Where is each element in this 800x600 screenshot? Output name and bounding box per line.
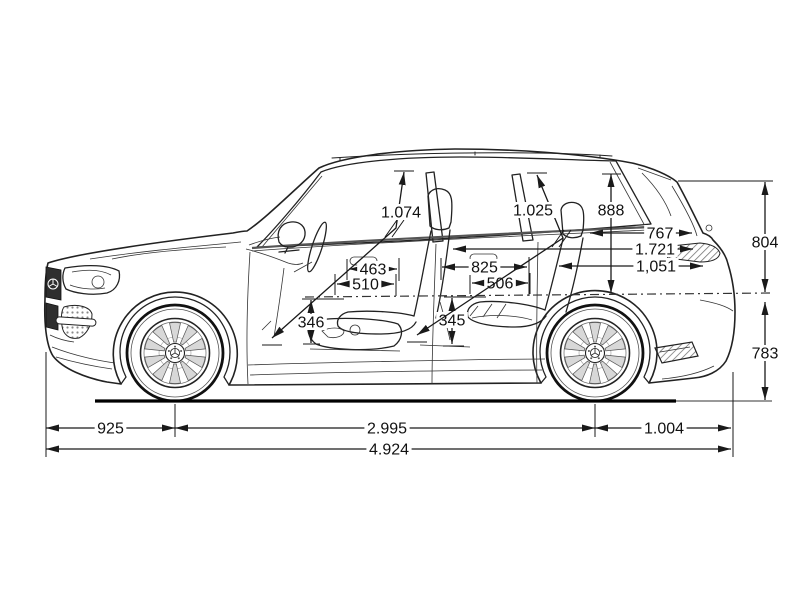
beltline	[251, 225, 651, 250]
rear-wheel	[545, 303, 645, 403]
intake-blade	[55, 316, 97, 327]
d-pillar-inner-line	[609, 161, 646, 227]
dimension-1.004: 1.004	[595, 420, 731, 438]
headlight	[62, 264, 121, 295]
rocker-trim	[249, 369, 543, 376]
svg-text:506: 506	[487, 276, 514, 293]
dimension-925: 925	[46, 420, 175, 438]
svg-text:1,051: 1,051	[636, 259, 676, 276]
front-bumper-lines	[49, 334, 116, 370]
dimension-2.995: 2.995	[175, 420, 595, 438]
brand-star-icon	[47, 278, 59, 290]
dimension-4.924: 4.924	[46, 441, 731, 459]
svg-text:804: 804	[752, 235, 779, 252]
car-body-outline	[43, 148, 736, 386]
svg-text:4.924: 4.924	[369, 442, 409, 459]
brand-star-icon	[169, 347, 181, 359]
dimension-1.074: 1.074	[271, 171, 424, 339]
rear-arch-flare	[539, 296, 651, 384]
svg-text:346: 346	[298, 315, 325, 332]
dimension-346: 346	[295, 300, 327, 343]
dimension-1.721: 1.721	[453, 241, 693, 259]
rear-bumper-crease	[661, 299, 734, 380]
svg-text:825: 825	[471, 260, 498, 277]
door-bottom-line	[247, 358, 546, 366]
dimension-888: 888	[595, 174, 627, 293]
brand-star-icon	[589, 347, 601, 359]
front-arch-flare	[119, 296, 231, 386]
dimension-1.025: 1.025	[416, 174, 572, 336]
dimension-825: 825	[442, 259, 527, 277]
hood-crease	[89, 241, 242, 260]
svg-text:510: 510	[352, 277, 379, 294]
rear-sensor	[705, 224, 713, 232]
svg-text:2.995: 2.995	[367, 421, 407, 438]
svg-text:767: 767	[647, 226, 674, 243]
svg-text:1.074: 1.074	[381, 205, 421, 222]
roof-rail	[331, 151, 613, 162]
front-wheel	[125, 303, 225, 403]
rear-glass-line	[641, 172, 672, 217]
car-illustration	[43, 148, 773, 457]
dimension-767: 767	[590, 225, 692, 243]
svg-text:1.721: 1.721	[635, 242, 675, 259]
exhaust-tip	[654, 341, 699, 364]
svg-text:1.025: 1.025	[513, 203, 553, 220]
dimension-510: 510	[337, 276, 394, 294]
load-floor-dashed-line	[304, 292, 773, 298]
grille	[45, 266, 62, 331]
svg-text:925: 925	[97, 421, 124, 438]
dimension-1,051: 1,051	[559, 258, 703, 276]
svg-text:783: 783	[752, 346, 779, 363]
tailgate-seam	[671, 185, 698, 237]
spoiler-underside	[637, 167, 672, 181]
dimension-506: 506	[472, 275, 528, 293]
dimension-804: 804	[749, 182, 781, 292]
svg-text:1.004: 1.004	[644, 421, 684, 438]
svg-text:888: 888	[598, 203, 625, 220]
svg-text:345: 345	[439, 313, 466, 330]
dimension-783: 783	[749, 302, 781, 400]
front-air-intake	[55, 304, 97, 339]
